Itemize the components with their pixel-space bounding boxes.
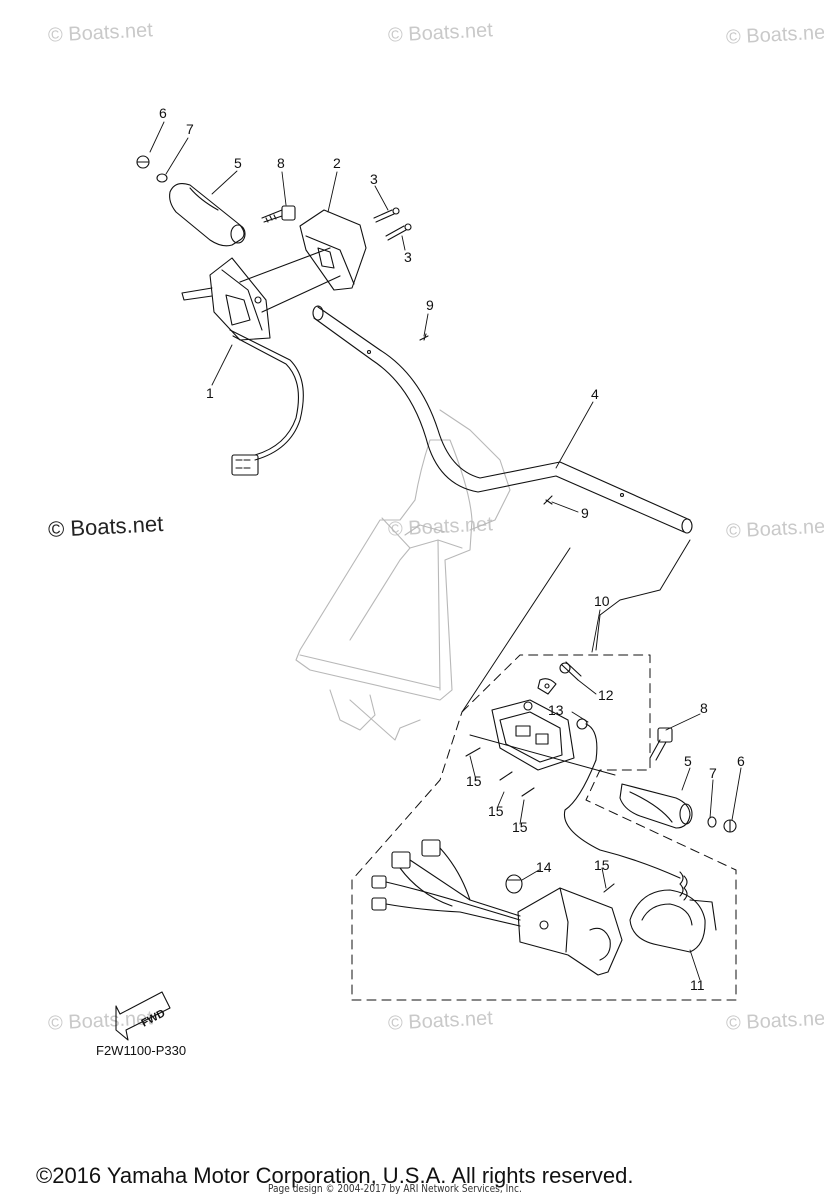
screw-9-upper — [419, 333, 429, 341]
callout-13: 13 — [548, 702, 564, 718]
screw-15-b — [499, 771, 513, 781]
callout-3-lower: 3 — [404, 249, 412, 265]
callout-15-a: 15 — [466, 773, 482, 789]
steering-column — [295, 409, 511, 741]
callout-6: 6 — [159, 105, 167, 121]
right-bolt — [649, 727, 673, 761]
handlebar — [312, 305, 693, 534]
callout-7-right: 7 — [709, 765, 717, 781]
diagram-code: F2W1100-P330 — [96, 1043, 187, 1058]
callout-12: 12 — [598, 687, 614, 703]
right-switch-housing — [517, 887, 623, 976]
callout-2: 2 — [333, 155, 341, 171]
right-grommet-13 — [563, 718, 688, 901]
screw-15-c — [521, 787, 535, 797]
leader-lines — [149, 121, 742, 981]
callout-6-right: 6 — [737, 753, 745, 769]
left-grip — [169, 183, 246, 247]
assembly-outline — [351, 654, 737, 1001]
callout-9-upper: 9 — [426, 297, 434, 313]
callout-10: 10 — [594, 593, 610, 609]
callout-14: 14 — [536, 859, 552, 875]
callout-3-upper: 3 — [370, 171, 378, 187]
callout-1: 1 — [206, 385, 214, 401]
left-switch-cover — [299, 209, 367, 291]
callout-4: 4 — [591, 386, 599, 402]
callout-5-right: 5 — [684, 753, 692, 769]
callout-7: 7 — [186, 121, 194, 137]
left-bolt — [261, 205, 296, 223]
left-grip-washer — [156, 173, 168, 183]
fwd-arrow-icon — [115, 991, 171, 1041]
page-design-credit: Page design © 2004-2017 by ARI Network S… — [268, 1182, 522, 1195]
right-grip-washer — [707, 816, 717, 828]
cover-screws — [373, 207, 412, 241]
left-switch-wire — [229, 329, 304, 476]
right-screw-12 — [537, 661, 582, 695]
throttle-lever — [629, 889, 717, 953]
callout-9-lower: 9 — [581, 505, 589, 521]
callout-8: 8 — [277, 155, 285, 171]
left-switch-housing — [181, 257, 271, 341]
wire-harness — [371, 839, 521, 927]
screw-15-a — [465, 747, 481, 757]
callout-numbers: 6 7 5 8 2 3 3 9 1 4 9 10 12 13 8 5 7 6 1… — [159, 105, 745, 993]
screw-9-lower — [543, 495, 553, 505]
right-grip — [619, 783, 693, 829]
callout-15-c: 15 — [512, 819, 528, 835]
callout-5: 5 — [234, 155, 242, 171]
right-switch-base — [491, 699, 575, 771]
fwd-label: FWD — [140, 1007, 168, 1029]
copyright-text: ©2016 Yamaha Motor Corporation, U.S.A. A… — [36, 1163, 634, 1188]
screw-15-d — [603, 883, 615, 893]
callout-15-b: 15 — [488, 803, 504, 819]
callout-8-right: 8 — [700, 700, 708, 716]
callout-11: 11 — [690, 977, 705, 993]
cap-14 — [505, 874, 523, 894]
callout-15-d: 15 — [594, 857, 610, 873]
